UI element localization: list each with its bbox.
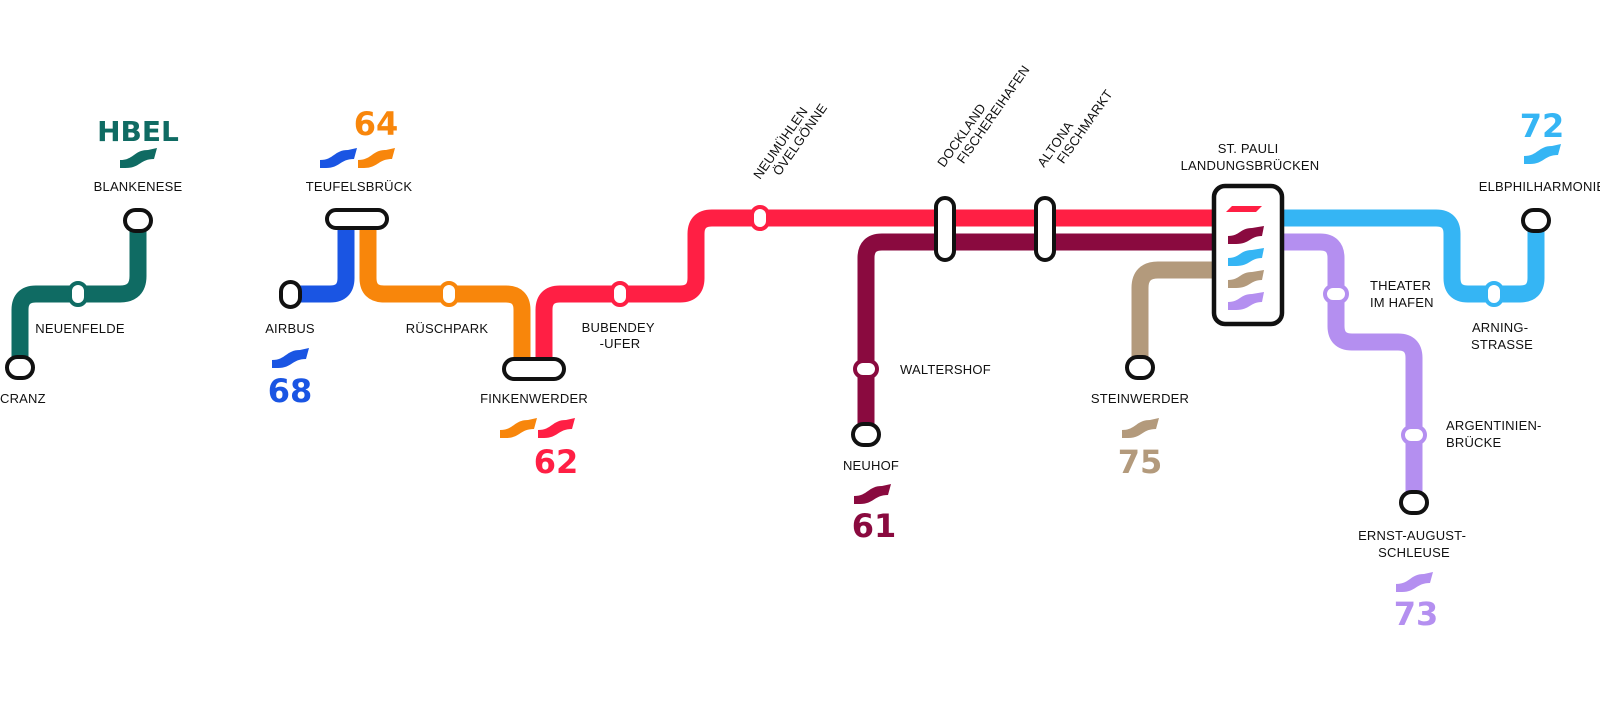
stops: [5, 196, 1551, 515]
hub-flag-72: [1228, 248, 1264, 266]
label-neumuhlen: NEUMÜHLEN ÖVELGÖNNE: [750, 93, 830, 190]
label-waltershof: WALTERSHOF: [900, 362, 991, 377]
badge-62-label: 62: [534, 443, 579, 481]
stop-blankenese[interactable]: [123, 208, 153, 233]
label-ernst-august: ERNST-AUGUST- SCHLEUSE: [1358, 528, 1470, 560]
label-steinwerder: STEINWERDER: [1091, 391, 1189, 406]
label-neuhof: NEUHOF: [843, 458, 899, 473]
stop-cranz[interactable]: [5, 355, 35, 380]
stop-theater[interactable]: [1323, 284, 1349, 304]
line-68: [281, 211, 355, 303]
line-61: [857, 233, 1229, 441]
badge-72-label: 72: [1520, 107, 1565, 145]
label-arning: ARNING- STRASSE: [1471, 320, 1533, 352]
badge-61-label: 61: [852, 507, 897, 545]
badge-64-label: 64: [354, 105, 399, 143]
badge-75-label: 75: [1118, 443, 1163, 481]
stop-altona[interactable]: [1034, 196, 1056, 262]
route-lines: [11, 209, 1545, 511]
stop-argentinien[interactable]: [1401, 425, 1427, 445]
stop-dockland[interactable]: [934, 196, 956, 262]
hub-flag-62: [1226, 206, 1262, 212]
label-cranz: CRANZ: [0, 391, 46, 406]
line-badges: HBEL 64 68 62 61 75 73 72: [97, 105, 1564, 633]
stop-ernst-august[interactable]: [1399, 490, 1429, 515]
badge-68-flag: [272, 348, 309, 368]
label-ruschpark: RÜSCHPARK: [406, 321, 489, 336]
badge-72-flag: [1524, 144, 1561, 164]
stop-neuhof[interactable]: [851, 422, 881, 447]
badge-73-flag: [1396, 572, 1433, 592]
stop-waltershof[interactable]: [853, 359, 879, 379]
stop-ruschpark[interactable]: [439, 281, 459, 307]
label-finkenwerder: FINKENWERDER: [480, 391, 588, 406]
badge-62-flag: [538, 418, 575, 438]
label-argentinien: ARGENTINIEN- BRÜCKE: [1446, 418, 1545, 450]
stop-steinwerder[interactable]: [1125, 355, 1155, 380]
label-bubendey: BUBENDEY -UFER: [582, 320, 659, 351]
label-blankenese: BLANKENESE: [94, 179, 183, 194]
hub-flag-61: [1228, 226, 1264, 244]
stop-elbphilharmonie[interactable]: [1521, 208, 1551, 233]
stop-arning[interactable]: [1484, 281, 1504, 307]
line-75: [1131, 261, 1223, 375]
badge-73-label: 73: [1394, 595, 1439, 633]
label-elbphilharmonie: ELBPHILHARMONIE: [1479, 179, 1600, 194]
badge-64-flag: [358, 148, 395, 168]
hub-flag-75: [1228, 270, 1264, 288]
label-airbus: AIRBUS: [265, 321, 315, 336]
badge-61-flag: [854, 484, 891, 504]
label-theater: THEATER IM HAFEN: [1370, 278, 1435, 310]
label-neuenfelde: NEUENFELDE: [35, 321, 125, 336]
line-73: [1251, 233, 1423, 511]
label-dockland: DOCKLAND FISCHEREIHAFEN: [934, 54, 1032, 177]
badge-68-label: 68: [268, 372, 313, 410]
stop-neumuhlen[interactable]: [750, 205, 770, 231]
label-teufelsbruck: TEUFELSBRÜCK: [306, 179, 413, 194]
stop-airbus[interactable]: [279, 280, 302, 309]
label-st-pauli: ST. PAULI LANDUNGSBRÜCKEN: [1181, 141, 1320, 173]
hub-flag-73: [1228, 292, 1264, 310]
badge-64-flag-bottom: [500, 418, 537, 438]
badge-75-flag: [1122, 418, 1159, 438]
badge-hbel-flag: [120, 148, 157, 168]
badge-68-flag-top: [320, 148, 357, 168]
station-labels: BLANKENESE NEUENFELDE CRANZ TEUFELSBRÜCK…: [0, 54, 1600, 560]
stop-neuenfelde[interactable]: [68, 281, 88, 307]
hub-landungsbrucken[interactable]: [1211, 183, 1285, 327]
stop-teufelsbruck[interactable]: [325, 208, 389, 230]
badge-hbel-label: HBEL: [97, 115, 179, 148]
stop-bubendey[interactable]: [610, 281, 630, 307]
stop-finkenwerder[interactable]: [502, 357, 566, 381]
line-62: [535, 209, 1229, 377]
label-altona: ALTONA FISCHMARKT: [1034, 79, 1115, 178]
line-72: [1251, 209, 1545, 303]
